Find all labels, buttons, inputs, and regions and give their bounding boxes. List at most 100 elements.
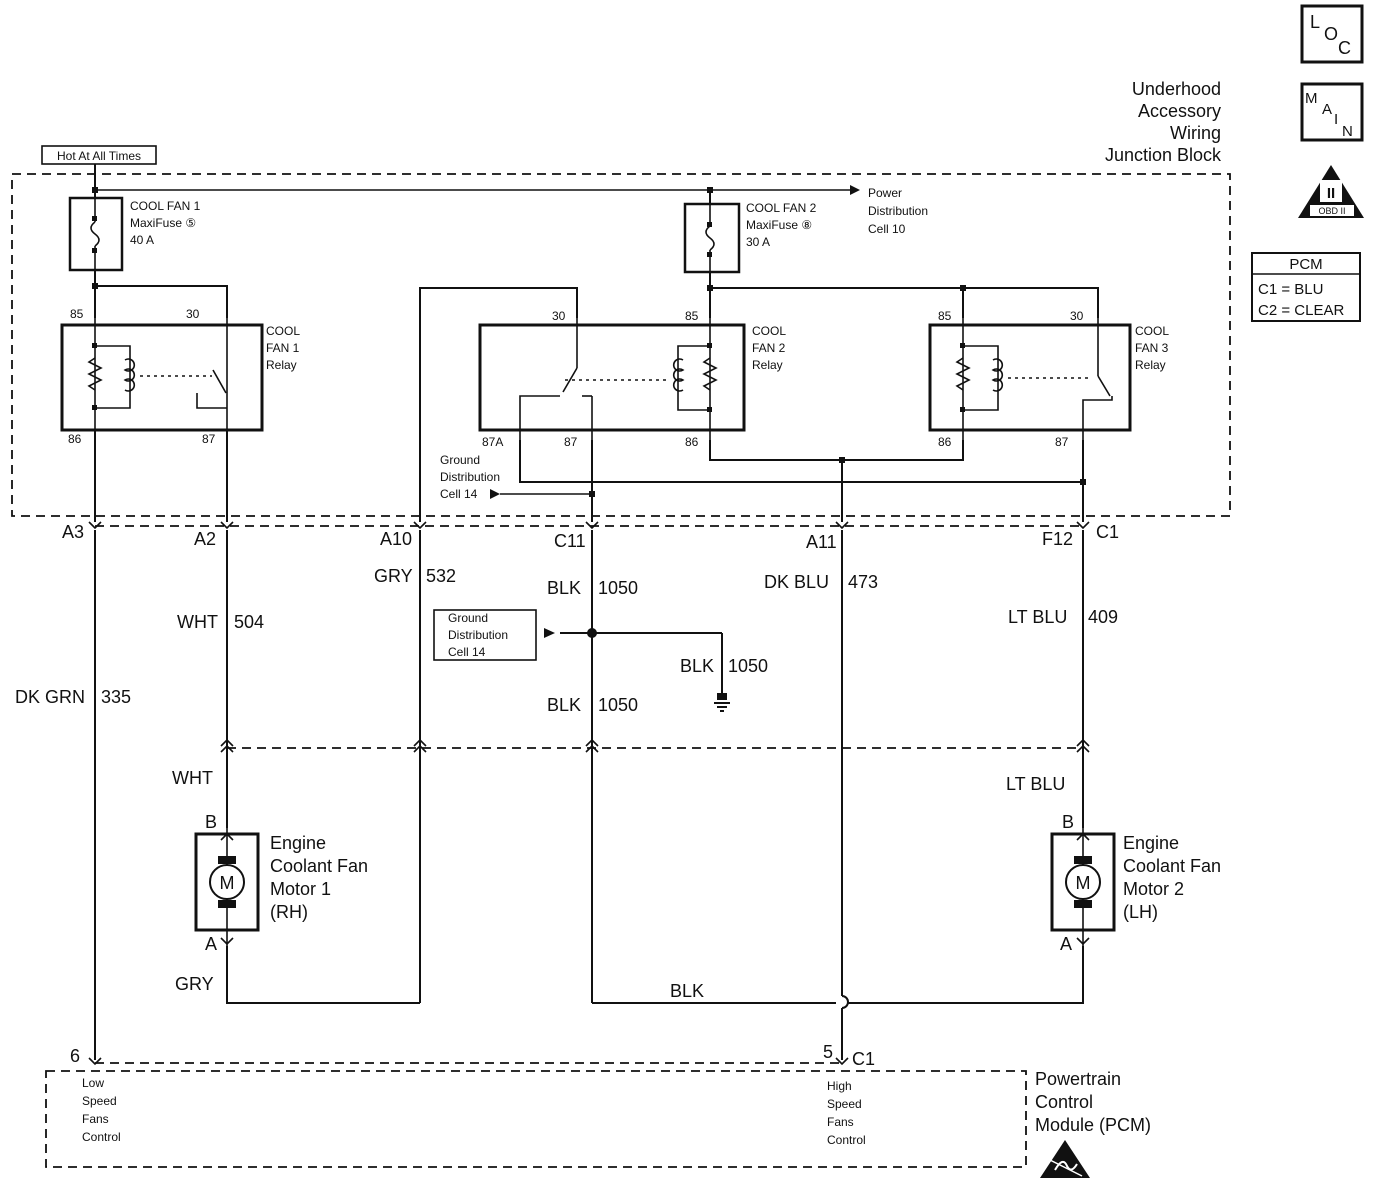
relay3-line-1: COOL	[1135, 324, 1169, 338]
loc-icon[interactable]: L O C	[1300, 4, 1364, 64]
conn-a3: A3	[62, 522, 84, 542]
conn-f12: F12	[1042, 529, 1073, 549]
cool-fan-1-relay-label: COOL FAN 1 Relay 85 30 86 87	[68, 307, 300, 446]
pcm-low-line-1: Low	[82, 1076, 104, 1090]
relay1-pin-87: 87	[202, 432, 216, 446]
pcm-pin-5: 5	[823, 1042, 833, 1062]
obd-ii-icon[interactable]: II OBD II	[1298, 165, 1364, 218]
cool-fan-1-fuse-label: COOL FAN 1 MaxiFuse ⑤ 40 A	[130, 199, 201, 247]
motor2-line-4: (LH)	[1123, 902, 1158, 922]
wire-gry-low: GRY	[175, 974, 214, 994]
wire-wht-low: WHT	[172, 768, 213, 788]
pcm-legend-c2: C2 = CLEAR	[1258, 302, 1344, 319]
pcm-high-speed-label: High Speed Fans Control	[827, 1079, 866, 1147]
relay2-pin-87a: 87A	[482, 435, 503, 449]
conn-c11: C11	[554, 531, 586, 551]
relay1-line-3: Relay	[266, 358, 297, 372]
wire-wht: WHT	[177, 612, 218, 632]
main-letter-n: N	[1342, 123, 1353, 140]
conn-a11: A11	[806, 532, 837, 552]
relay3-pin-30: 30	[1070, 309, 1084, 323]
motor2-symbol: M	[1076, 873, 1091, 893]
pcm-title-line-2: Control	[1035, 1092, 1093, 1112]
relay2-pin-30: 30	[552, 309, 566, 323]
wire-dkblu: DK BLU	[764, 572, 829, 592]
wire-blk-top-num: 1050	[598, 578, 638, 598]
relay2-line-3: Relay	[752, 358, 783, 372]
wire-dkblu-num: 473	[848, 572, 878, 592]
conn-c1-jb: C1	[1096, 522, 1119, 542]
wire-blk-top: BLK	[547, 578, 581, 598]
relay2-line-2: FAN 2	[752, 341, 786, 355]
power-bus	[92, 164, 860, 204]
relay1-line-2: FAN 1	[266, 341, 300, 355]
wire-wht-num: 504	[234, 612, 264, 632]
motor1-line-2: Coolant Fan	[270, 856, 368, 876]
pcm-low-speed-label: Low Speed Fans Control	[82, 1076, 121, 1144]
relay3-line-2: FAN 3	[1135, 341, 1169, 355]
wire-dkgrn-num: 335	[101, 687, 131, 707]
pcm-high-line-3: Fans	[827, 1115, 854, 1129]
junction-block-internal-wiring	[94, 430, 1086, 522]
conn-a2: A2	[194, 529, 216, 549]
relay3-pin-85: 85	[938, 309, 952, 323]
pcm-high-line-4: Control	[827, 1133, 866, 1147]
wire-gry: GRY	[374, 566, 413, 586]
power-distribution-label: Power Distribution Cell 10	[868, 186, 928, 236]
jb-title-line-2: Accessory	[1138, 101, 1221, 121]
pd-line-3: Cell 10	[868, 222, 906, 236]
relay2-pin-86: 86	[685, 435, 699, 449]
fuse1-line-2: MaxiFuse ⑤	[130, 216, 196, 230]
wire-ltblu-num: 409	[1088, 607, 1118, 627]
obd-numeral: II	[1327, 185, 1335, 202]
pcm-pin-6: 6	[70, 1046, 80, 1066]
esd-sensitive-icon	[1040, 1140, 1090, 1178]
main-letter-a: A	[1322, 101, 1332, 118]
cool-fan-2-relay-label: COOL FAN 2 Relay 30 85 87A 87 86	[482, 309, 786, 449]
gd-upper-line-2: Distribution	[440, 470, 500, 484]
motor2-line-2: Coolant Fan	[1123, 856, 1221, 876]
pcm-border	[45, 1070, 1027, 1168]
pd-line-2: Distribution	[868, 204, 928, 218]
relay1-pin-86: 86	[68, 432, 82, 446]
junction-block-title: Underhood Accessory Wiring Junction Bloc…	[1105, 79, 1222, 165]
pcm-conn-c1: C1	[852, 1049, 875, 1069]
obd-label: OBD II	[1318, 206, 1345, 216]
pcm-title: Powertrain Control Module (PCM)	[1035, 1069, 1151, 1135]
motor1-pin-a: A	[205, 934, 217, 954]
pcm-high-line-2: Speed	[827, 1097, 862, 1111]
wire-blk-mid-num: 1050	[598, 695, 638, 715]
relay2-pin-85: 85	[685, 309, 699, 323]
wire-gry-num: 532	[426, 566, 456, 586]
cool-fan-2-fuse-label: COOL FAN 2 MaxiFuse ⑧ 30 A	[746, 201, 817, 249]
motor-1-labels: B A Engine Coolant Fan Motor 1 (RH)	[205, 812, 368, 954]
hot-at-all-times-label: Hot At All Times	[41, 145, 157, 165]
fuse2-line-1: COOL FAN 2	[746, 201, 817, 215]
relay2-pin-87: 87	[564, 435, 578, 449]
wire-blk-mid: BLK	[547, 695, 581, 715]
loc-letter-c: C	[1338, 38, 1351, 58]
engine-coolant-fan-motor-2: M	[592, 828, 1116, 1004]
connector-labels-upper: A3 A2 A10 C11 A11 F12 C1	[62, 522, 1119, 552]
motor1-symbol: M	[220, 873, 235, 893]
cool-fan-2-fuse	[683, 202, 741, 274]
main-letter-m: M	[1305, 90, 1318, 107]
wire-labels-lower: WHT LT BLU GRY BLK	[172, 768, 1065, 1001]
gd-lower-line-1: Ground	[448, 611, 488, 625]
relay3-pin-86: 86	[938, 435, 952, 449]
hot-label-text: Hot At All Times	[57, 149, 141, 163]
relay3-pin-87: 87	[1055, 435, 1069, 449]
gd-upper-line-1: Ground	[440, 453, 480, 467]
pcm-title-line-3: Module (PCM)	[1035, 1115, 1151, 1135]
main-icon[interactable]: M A I N	[1300, 82, 1364, 142]
fuse1-line-1: COOL FAN 1	[130, 199, 201, 213]
cool-fan-3-relay	[928, 318, 1132, 440]
pcm-legend-title: PCM	[1289, 256, 1322, 273]
junction-block-border	[11, 173, 1231, 517]
pcm-high-line-1: High	[827, 1079, 852, 1093]
loc-letter-l: L	[1310, 12, 1320, 32]
pcm-low-line-2: Speed	[82, 1094, 117, 1108]
cool-fan-2-relay	[478, 318, 746, 440]
cool-fan-1-relay	[60, 318, 264, 432]
